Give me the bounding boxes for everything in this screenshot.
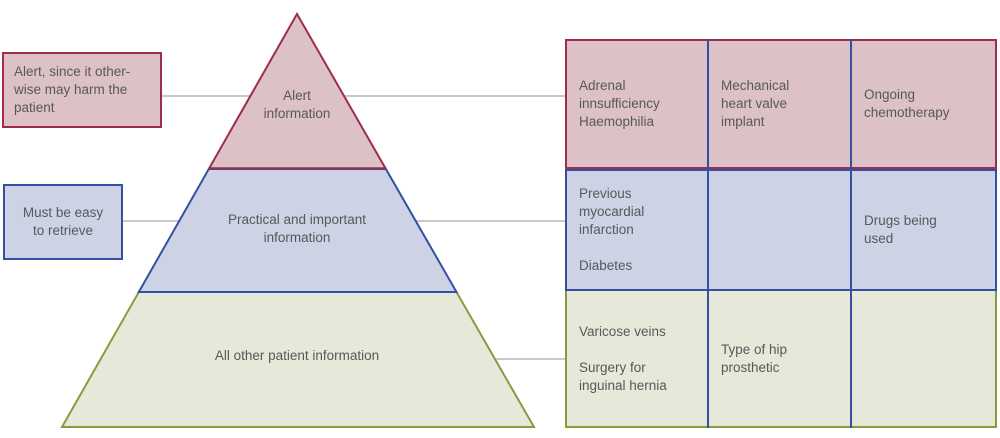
pyramid-tier-practical-label: Practical and important information (227, 212, 367, 245)
grid-cell-other-3 (852, 291, 995, 426)
grid-row-alert: Adrenal innsufficiency Haemophilia Mecha… (565, 39, 997, 169)
annotation-retrieve-text: Must be easy to retrieve (22, 205, 104, 238)
examples-grid: Adrenal innsufficiency Haemophilia Mecha… (565, 39, 997, 428)
pyramid-tier-other-label: All other patient information (214, 348, 380, 363)
grid-cell-alert-1: Adrenal innsufficiency Haemophilia (579, 78, 660, 129)
pyramid-tier-alert-shape (207, 11, 388, 170)
grid-cell-other-1: Varicose veins Surgery for inguinal hern… (579, 323, 667, 393)
grid-cell-practical-1: Previous myocardial infarction Diabetes (579, 186, 645, 273)
grid-column-divider-1 (707, 39, 709, 428)
grid-cell-alert-3: Ongoing chemotherapy (864, 87, 950, 120)
grid-cell-practical-2 (709, 171, 852, 289)
grid-cell-alert-2: Mechanical heart valve implant (721, 78, 790, 129)
grid-row-other: Varicose veins Surgery for inguinal hern… (565, 291, 997, 428)
annotation-alert-text: Alert, since it other- wise may harm the… (14, 64, 131, 115)
pyramid-tier-alert-label: Alert information (263, 88, 331, 121)
annotation-retrieve-box: Must be easy to retrieve (3, 184, 123, 260)
grid-row-practical: Previous myocardial infarction Diabetes … (565, 169, 997, 291)
grid-cell-other-2: Type of hip prosthetic (721, 341, 788, 375)
annotation-alert-box: Alert, since it other- wise may harm the… (2, 52, 162, 128)
grid-column-divider-2 (850, 39, 852, 428)
grid-cell-practical-3: Drugs being used (864, 213, 937, 246)
